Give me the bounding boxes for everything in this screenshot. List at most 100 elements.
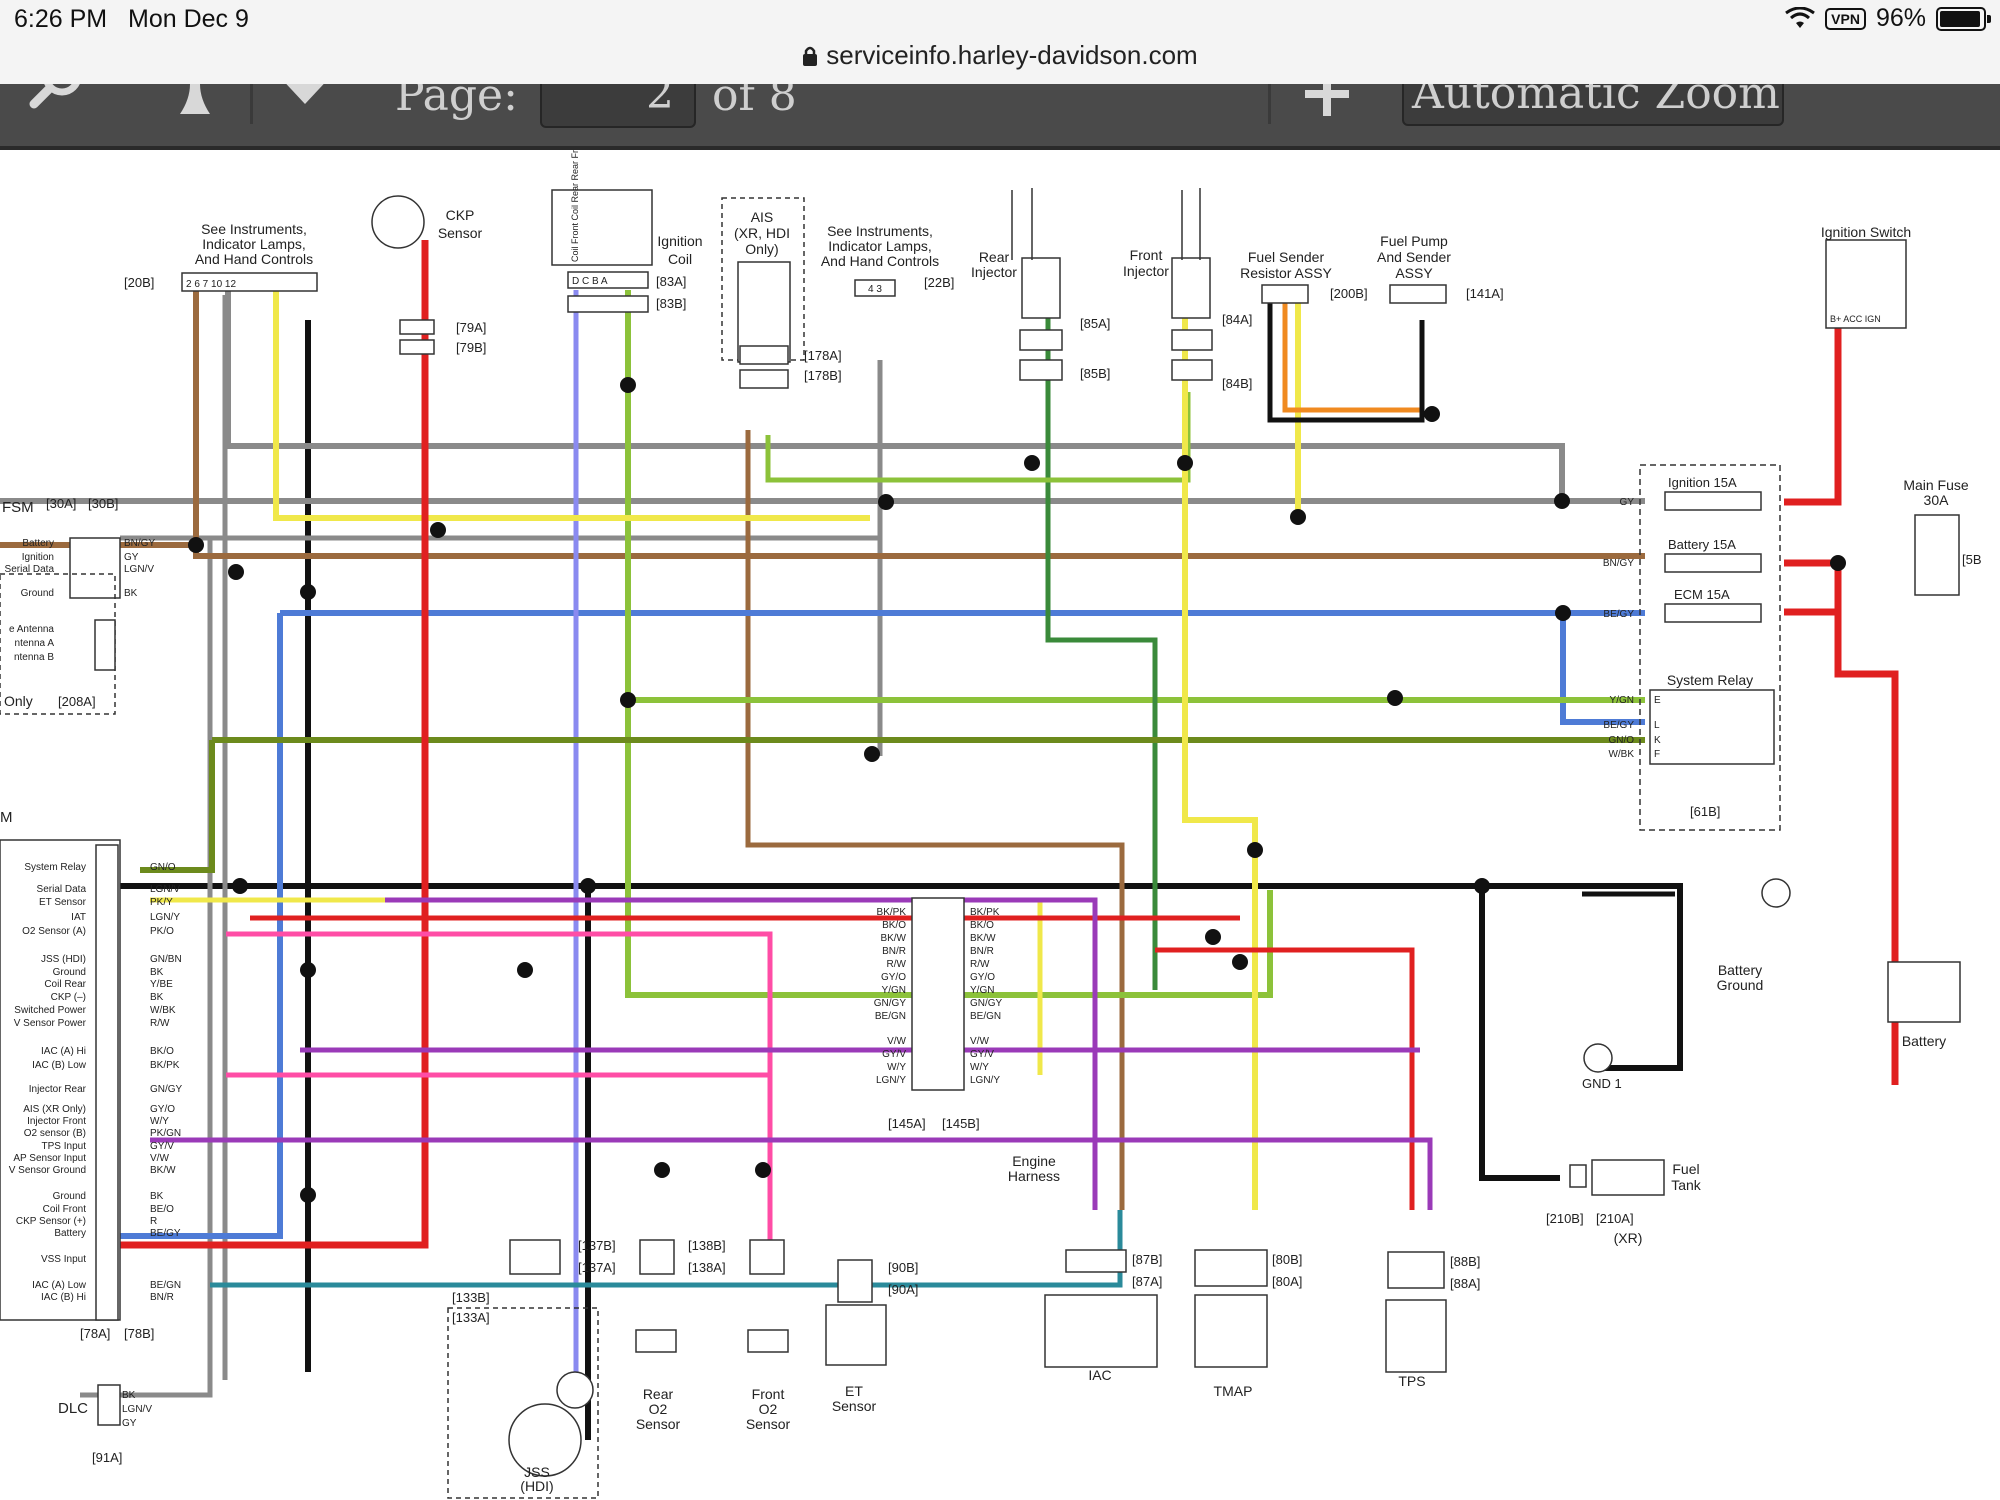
ecm-pin-functions: System Relay Serial Data ET Sensor IAT O… [9,862,87,1303]
conn-145b-wire: R/W [970,959,990,970]
ecm-row: ET Sensor [39,897,87,908]
ecm-wire: BK [150,992,164,1003]
label-instruments-right-3: And Hand Controls [821,253,939,269]
ecm-wire: GN/O [150,862,176,873]
relay-pin: F [1654,749,1660,760]
conn-145a-wire: GY/O [881,972,906,983]
ecm-wire: BN/R [150,1292,174,1303]
dlc-wire: LGN/V [122,1404,152,1415]
ecm-row: Ground [53,1191,86,1202]
ecm-row: O2 sensor (B) [24,1128,86,1139]
label-coil-cavities: Coil Front Coil Rear Rear Front [570,150,580,262]
conn-145b-wire: LGN/Y [970,1075,1000,1086]
label-conn-90b: [90B] [888,1260,918,1275]
address-bar[interactable]: serviceinfo.harley-davidson.com [0,40,2000,84]
ecm-wire: GN/GY [150,1084,183,1095]
label-fuel-pump-1: Fuel Pump [1380,233,1448,249]
label-dlc: DLC [58,1400,88,1417]
conn-145b-wire: V/W [970,1036,989,1047]
label-conn-91a: [91A] [92,1450,122,1465]
page-number-value[interactable]: 2 [646,84,674,119]
label-conn-80a: [80A] [1272,1274,1302,1289]
ecm-row: V Sensor Ground [9,1165,86,1176]
relay-wire: Y/GN [1610,695,1634,706]
dlc-wire: GY [122,1418,137,1429]
label-conn-141a: [141A] [1466,286,1504,301]
url-text[interactable]: serviceinfo.harley-davidson.com [826,40,1198,70]
label-conn-5b: [5B [1962,552,1982,567]
ecm-row: IAC (A) Low [32,1280,87,1291]
label-conn-200b: [200B] [1330,286,1368,301]
label-battery-fuse: Battery 15A [1668,537,1736,552]
ecm-row: Injector Front [27,1116,86,1127]
zoom-select-value[interactable]: Automatic Zoom [1412,84,1780,119]
label-conn-138a: [138A] [688,1260,726,1275]
next-page-icon[interactable] [275,84,335,112]
label-conn-137a: [137A] [578,1260,616,1275]
zoom-in-icon[interactable] [1305,84,1349,116]
ecm-wire: LGN/V [150,884,180,895]
label-conn-178a: [178A] [804,348,842,363]
label-fuel-pump-3: ASSY [1395,265,1433,281]
relay-wire: GN/O [1608,735,1634,746]
label-conn-79a: [79A] [456,320,486,335]
label-conn-85b: [85B] [1080,366,1110,381]
label-rear-o2-1: Rear [643,1386,674,1402]
ecm-wire: BK/O [150,1046,174,1057]
label-front-injector-1: Front [1130,247,1163,263]
conn-145a-wires: BK/PK BK/O BK/W BN/R R/W GY/O Y/GN GN/GY… [874,907,907,1086]
label-only: Only [4,693,33,709]
label-conn-83b: [83B] [656,296,686,311]
label-instruments-left-1: See Instruments, [201,221,307,237]
label-conn-87b: [87B] [1132,1252,1162,1267]
ecm-wire: PK/GN [150,1128,181,1139]
ecm-wire: BE/GN [150,1280,181,1291]
label-ecm-fuse: ECM 15A [1674,587,1730,602]
ecm-row: Injector Rear [29,1084,87,1095]
status-time: 6:26 PM [14,5,108,33]
conn-145b-wire: Y/GN [970,985,994,996]
ecm-row: Ground [53,967,86,978]
ecm-wire: R/W [150,1018,170,1029]
conn-145b-wire: GY/V [970,1049,994,1060]
previous-page-icon[interactable] [170,84,220,114]
conn-145b-wire: GN/GY [970,998,1003,1009]
fsm-wire: GY [124,552,139,563]
label-battery-ground-1: Battery [1718,962,1762,978]
label-conn-80b: [80B] [1272,1252,1302,1267]
label-conn-138b: [138B] [688,1238,726,1253]
label-conn-178b: [178B] [804,368,842,383]
search-icon[interactable] [28,84,84,114]
diagram-junction-dots [188,377,1846,1203]
label-m: M [0,809,13,826]
diagram-components [0,188,1961,1499]
label-conn-83a: [83A] [656,274,686,289]
ecm-row: CKP (–) [51,992,86,1003]
label-gnd1: GND 1 [1582,1076,1622,1091]
relay-pin: L [1654,720,1660,731]
page-number-input[interactable] [540,84,696,128]
ecm-row: IAC (A) Hi [41,1046,86,1057]
ecm-row: VSS Input [41,1254,86,1265]
label-front-o2-3: Sensor [746,1416,791,1432]
diagram-wires [0,240,1899,1440]
label-front-o2-2: O2 [759,1401,778,1417]
status-bar: 6:26 PM Mon Dec 9 VPN 96% [0,0,2000,42]
ecm-row: AIS (XR Only) [23,1104,86,1115]
page-label: Page: [395,84,518,121]
pdf-toolbar: Page: 2 of 8 Automatic Zoom [0,84,2000,150]
label-conn-79b: [79B] [456,340,486,355]
ecm-wire: W/Y [150,1116,169,1127]
ecm-wire: BE/GY [150,1228,181,1239]
relay-pin: E [1654,695,1661,706]
ecm-row: TPS Input [42,1141,87,1152]
label-instruments-right-2: Indicator Lamps, [828,238,932,254]
zoom-select[interactable] [1402,84,1784,126]
label-ais-3: Only) [745,241,778,257]
fuse-wire: GY [1620,497,1635,508]
label-ignition-coil-2: Coil [668,251,692,267]
conn-145b-wire: W/Y [970,1062,989,1073]
label-fuel-pump-2: And Sender [1377,249,1451,265]
wiring-diagram: See Instruments, Indicator Lamps, And Ha… [0,150,1982,1499]
label-fuel-sender-2: Resistor ASSY [1240,265,1332,281]
